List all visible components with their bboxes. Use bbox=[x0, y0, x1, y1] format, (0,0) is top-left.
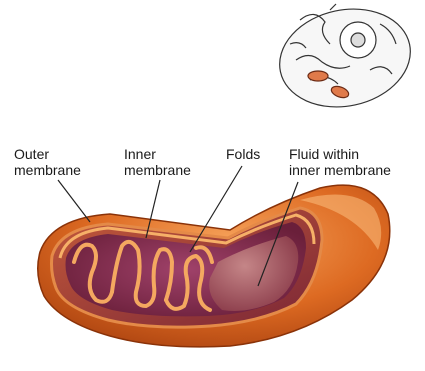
label-outer-line2: membrane bbox=[14, 162, 81, 178]
label-inner-line2: membrane bbox=[124, 162, 191, 178]
label-fluid-line2: inner membrane bbox=[289, 162, 391, 178]
label-fluid-line1: Fluid within bbox=[289, 146, 391, 162]
label-inner-membrane: Inner membrane bbox=[124, 146, 191, 178]
label-outer-line1: Outer bbox=[14, 146, 81, 162]
mitochondrion bbox=[38, 185, 390, 347]
label-folds-line1: Folds bbox=[226, 146, 260, 162]
label-inner-line1: Inner bbox=[124, 146, 191, 162]
label-outer-membrane: Outer membrane bbox=[14, 146, 81, 178]
leader-line-outer bbox=[58, 180, 90, 222]
cell-thumbnail bbox=[270, 0, 419, 119]
label-fluid-within-inner-membrane: Fluid within inner membrane bbox=[289, 146, 391, 178]
label-folds: Folds bbox=[226, 146, 260, 162]
